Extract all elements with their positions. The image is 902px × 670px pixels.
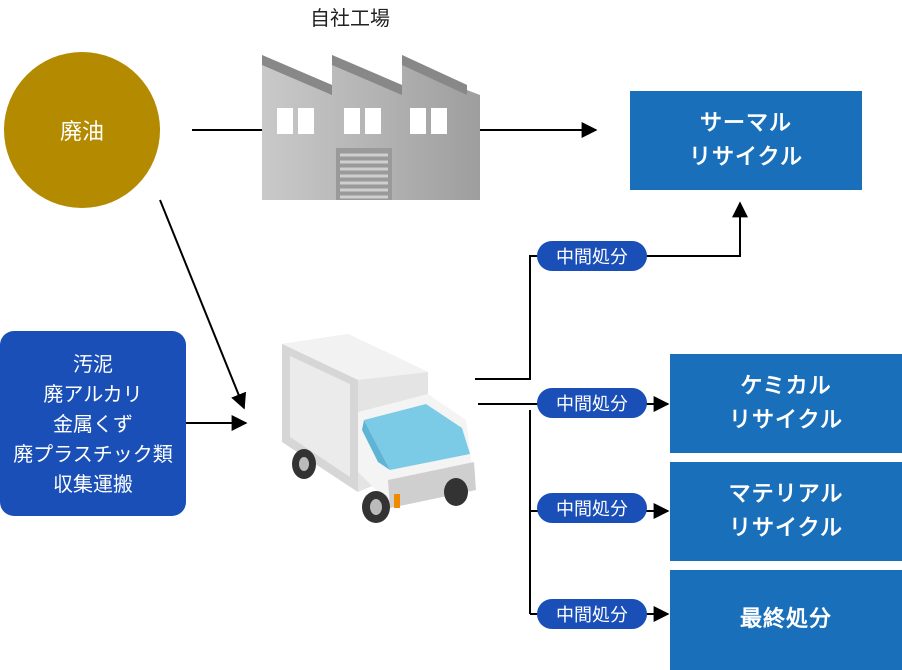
waste-type-alkali: 廃アルカリ — [43, 381, 143, 406]
waste-oil-label: 廃油 — [59, 120, 104, 145]
waste-types-box: 汚泥 廃アルカリ 金属くず 廃プラスチック類 収集運搬 — [0, 331, 186, 516]
thermal-recycle-line-1: サーマル — [699, 110, 792, 136]
waste-type-metal: 金属くず — [53, 411, 133, 436]
oil-to-truck-arrow — [159, 199, 247, 410]
thermal-recycle-box: サーマル リサイクル — [630, 91, 862, 190]
material-recycle-box: マテリアル リサイクル — [670, 462, 902, 561]
pill-to-thermal-arrow — [646, 201, 748, 257]
waste-type-sludge: 汚泥 — [73, 351, 113, 376]
final-disposal-box: 最終処分 — [670, 570, 902, 670]
chemical-recycle-line-2: リサイクル — [729, 407, 843, 433]
process-pill-final: 中間処分 — [537, 599, 647, 629]
factory-icon — [262, 55, 480, 200]
waste-oil-circle: 廃油 — [4, 52, 160, 208]
process-pill-chemical: 中間処分 — [537, 388, 647, 418]
truck-to-thermal-path — [475, 255, 540, 380]
material-recycle-line-1: マテリアル — [728, 481, 844, 507]
final-disposal-label: 最終処分 — [739, 607, 832, 632]
material-recycle-line-2: リサイクル — [729, 515, 843, 541]
truck-icon — [282, 334, 476, 523]
factory-label: 自社工場 — [310, 6, 390, 30]
chemical-recycle-line-1: ケミカル — [740, 373, 832, 399]
process-pill-material: 中間処分 — [537, 493, 647, 523]
process-pill-thermal: 中間処分 — [537, 241, 647, 271]
waste-type-transport: 収集運搬 — [53, 471, 133, 496]
chemical-recycle-box: ケミカル リサイクル — [670, 354, 902, 453]
waste-type-plastic: 廃プラスチック類 — [13, 441, 173, 466]
thermal-recycle-line-2: リサイクル — [689, 144, 803, 170]
